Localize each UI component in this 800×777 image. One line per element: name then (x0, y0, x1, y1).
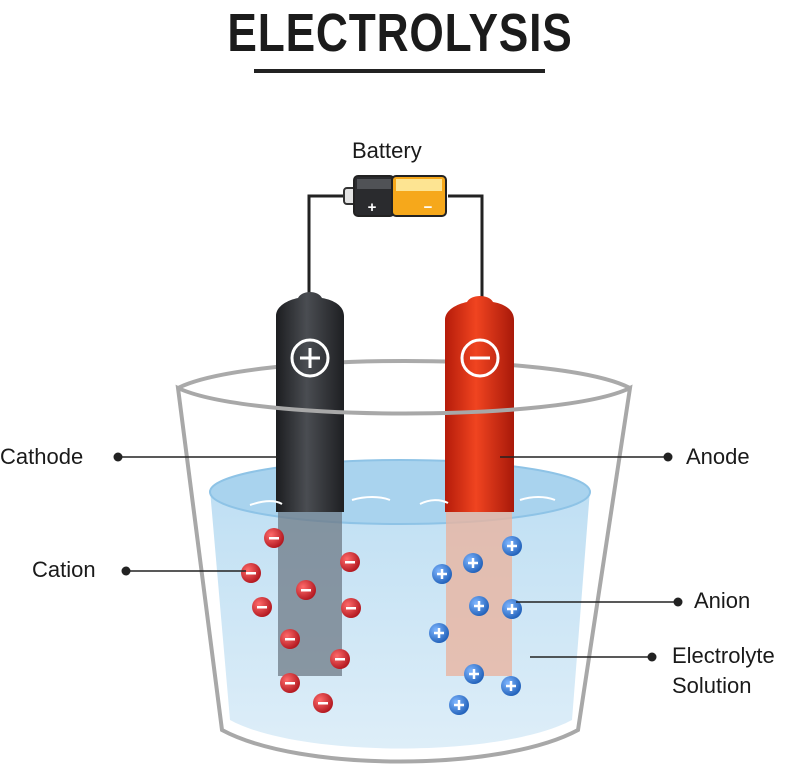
anode-label: Anode (686, 444, 750, 469)
title-underline (254, 69, 545, 73)
electrolyte-label-line2: Solution (672, 673, 752, 698)
cathode-electrode (276, 292, 344, 512)
page-title: ELECTROLYSIS (227, 3, 573, 63)
anion-label: Anion (694, 588, 751, 613)
solution-surface (209, 459, 591, 525)
cathode-label: Cathode (0, 444, 84, 469)
anode-electrode (445, 296, 514, 512)
beaker (175, 384, 633, 764)
anode-submerged (446, 512, 512, 676)
battery-label: Battery (352, 138, 422, 163)
cation-label: Cation (32, 557, 96, 582)
cathode-plus-symbol (290, 338, 330, 378)
battery-plus-sign: + (368, 199, 377, 216)
battery (343, 175, 447, 217)
wire-left (307, 194, 350, 296)
electrolyte-label-line1: Electrolyte (672, 643, 775, 668)
cation-particles (241, 528, 361, 713)
anode-minus-symbol (460, 338, 500, 378)
battery-minus-sign: − (424, 199, 433, 216)
anion-particles (429, 536, 522, 715)
beaker-back-rim (177, 359, 631, 390)
surface-ripples (249, 496, 556, 506)
leader-lines (113, 452, 683, 662)
wire-right (448, 194, 484, 300)
